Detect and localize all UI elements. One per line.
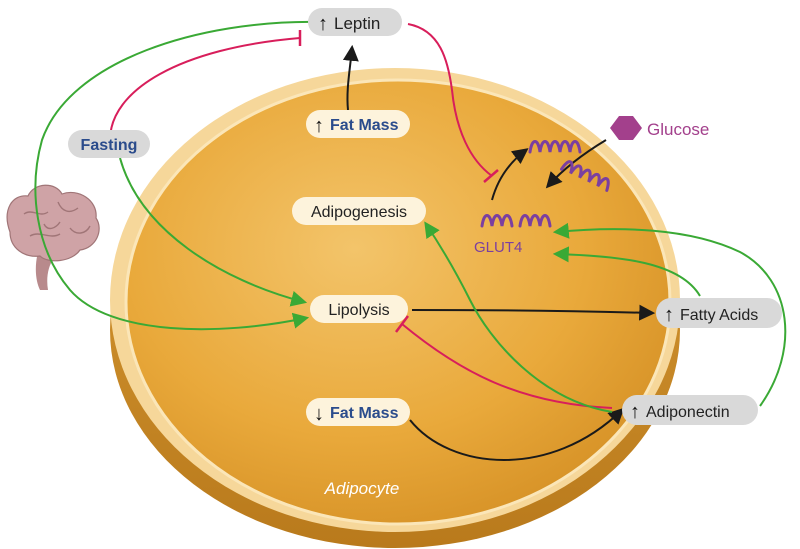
lipolysis-label: Lipolysis	[328, 302, 389, 319]
fatty-acids-node: ↑ Fatty Acids	[656, 298, 782, 328]
down-arrow-icon: ↓	[314, 403, 324, 425]
stimulate-adiponectin-adipogenesis	[424, 221, 613, 413]
fasting-node: Fasting	[68, 130, 150, 158]
inhibit-fasting-leptin	[109, 37, 301, 141]
stimulate-fattyacids-glut4	[552, 246, 701, 297]
inhibit-leptin-glut4	[407, 23, 493, 177]
stimulate-adiponectin-glut4	[552, 222, 787, 407]
brain-icon	[6, 184, 100, 290]
glucose-label: Glucose	[647, 120, 709, 139]
glut4-label: GLUT4	[474, 239, 522, 256]
glut4-vesicle-left	[480, 214, 514, 228]
adiponectin-label: Adiponectin	[646, 404, 730, 421]
up-arrow-icon: ↑	[630, 401, 640, 423]
glucose-icon	[610, 116, 642, 140]
glut4-membrane-lower	[559, 160, 610, 192]
stimulate-leptin-brain-lipolysis	[34, 20, 319, 331]
adipogenesis-label: Adipogenesis	[311, 204, 407, 221]
leptin-label: Leptin	[334, 14, 380, 33]
up-arrow-icon: ↑	[314, 115, 324, 137]
stimulate-fasting-lipolysis	[119, 157, 308, 307]
glut4-transporters	[480, 140, 610, 228]
connectors	[34, 20, 787, 461]
glut4-vesicle-right	[518, 214, 552, 228]
arrow-lipolysis-to-fattyacids	[411, 304, 656, 321]
adiponectin-node: ↑ Adiponectin	[622, 395, 758, 425]
fatty-acids-label: Fatty Acids	[680, 307, 758, 324]
up-arrow-icon: ↑	[664, 304, 674, 326]
lipolysis-node: Lipolysis	[310, 295, 408, 323]
adipogenesis-node: Adipogenesis	[292, 197, 426, 225]
inhibit-adiponectin-lipolysis	[401, 323, 613, 409]
up-arrow-icon: ↑	[318, 13, 328, 35]
fat-mass-down-node: ↓ Fat Mass	[306, 398, 410, 426]
arrow-glut4-translocation	[491, 148, 529, 201]
arrow-fatmass-to-adiponectin	[409, 407, 625, 461]
arrow-fatmass-to-leptin	[342, 44, 359, 111]
fasting-label: Fasting	[81, 137, 138, 154]
glut4-membrane-upper	[528, 140, 582, 154]
fat-mass-up-node: ↑ Fat Mass	[306, 110, 410, 138]
arrow-glucose-uptake	[545, 139, 607, 189]
fat-mass-down-label: Fat Mass	[330, 405, 399, 422]
cell-label: Adipocyte	[324, 479, 400, 498]
leptin-node: ↑ Leptin	[308, 8, 402, 36]
fat-mass-up-label: Fat Mass	[330, 117, 399, 134]
